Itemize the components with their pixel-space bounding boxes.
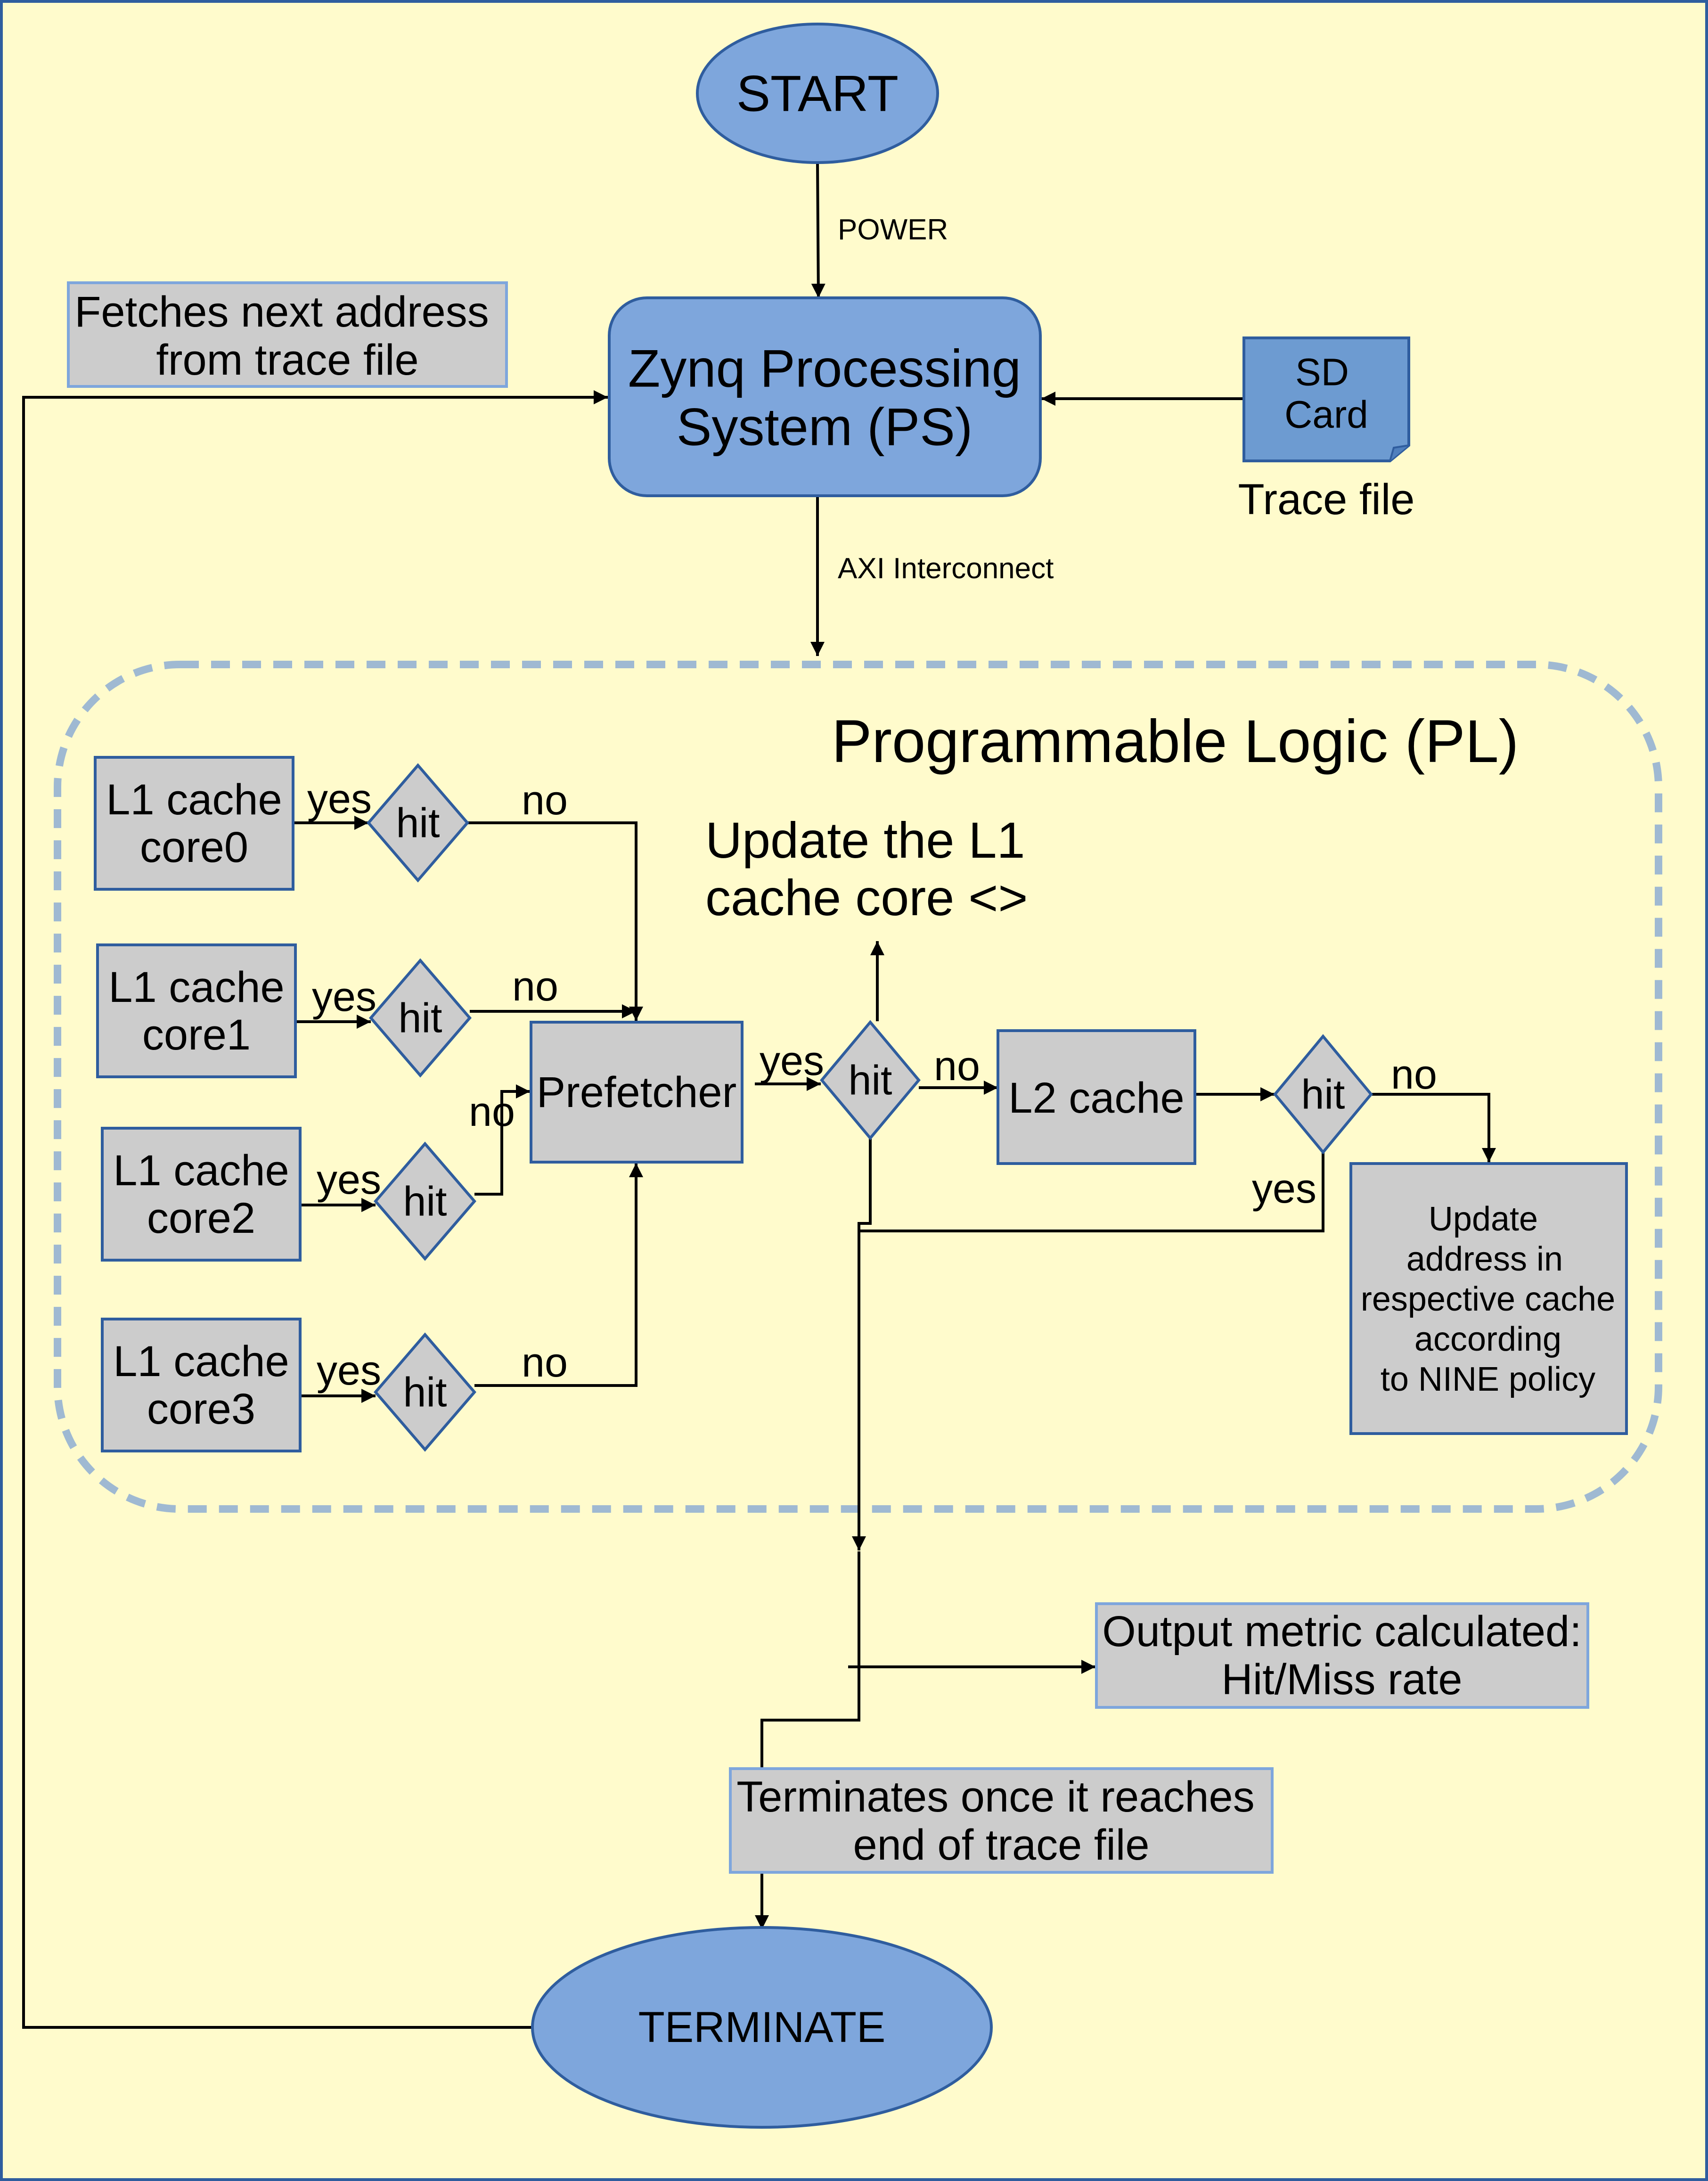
connectors bbox=[22, 162, 1496, 2029]
l1-core2-line2: core2 bbox=[147, 1194, 255, 1242]
edge-l2hit-to-update-address bbox=[1372, 1093, 1496, 1162]
yes-label-core0: yes bbox=[307, 775, 372, 822]
hit-diamond-core0: hit bbox=[367, 763, 469, 883]
zynq-ps-node: Zynq Processing System (PS) bbox=[608, 296, 1042, 497]
edge-l2hit-yes-down bbox=[859, 1153, 1324, 1232]
sd-card-node: SD Card bbox=[1242, 336, 1410, 462]
axi-label: AXI Interconnect bbox=[838, 552, 1054, 585]
yes-label-l2: yes bbox=[1252, 1165, 1316, 1212]
sd-card-line2: Card bbox=[1284, 394, 1368, 436]
pl-title: Programmable Logic (PL) bbox=[832, 708, 1519, 775]
l1-core3-line1: L1 cache bbox=[113, 1337, 289, 1386]
yes-label-core1: yes bbox=[312, 973, 376, 1020]
hit-diamond-central: hit bbox=[820, 1020, 921, 1140]
sd-card-line1: SD bbox=[1295, 351, 1349, 394]
l2-cache-node: L2 cache bbox=[997, 1029, 1196, 1165]
l1-core1-line1: L1 cache bbox=[108, 963, 284, 1011]
yes-label-core2: yes bbox=[317, 1156, 381, 1203]
l2-cache-label: L2 cache bbox=[1008, 1074, 1184, 1122]
yes-label-core3: yes bbox=[317, 1347, 381, 1394]
no-label-central: no bbox=[934, 1042, 980, 1089]
hit-diamond-core2: hit bbox=[374, 1141, 476, 1261]
terminate-node: TERMINATE bbox=[531, 1926, 993, 2129]
zynq-ps-line2: System (PS) bbox=[677, 398, 973, 457]
output-metric-line2: Hit/Miss rate bbox=[1221, 1656, 1462, 1704]
output-metric-line1: Output metric calculated: bbox=[1102, 1607, 1582, 1656]
update-address-line5: to NINE policy bbox=[1381, 1361, 1595, 1398]
terminates-note: Terminates once it reaches end of trace … bbox=[729, 1767, 1274, 1874]
trace-file-label: Trace file bbox=[1238, 476, 1415, 524]
output-metric-node: Output metric calculated: Hit/Miss rate bbox=[1095, 1602, 1589, 1709]
l1-cache-core2: L1 cache core2 bbox=[101, 1127, 302, 1262]
l1-cache-core1: L1 cache core1 bbox=[96, 943, 297, 1078]
hit-label-core0: hit bbox=[396, 800, 440, 846]
update-address-line3: respective cache bbox=[1361, 1280, 1615, 1318]
terminates-note-line1: Terminates once it reaches bbox=[736, 1773, 1254, 1821]
fetch-note: Fetches next address from trace file bbox=[67, 281, 508, 388]
hit-label-central: hit bbox=[849, 1057, 892, 1104]
edge-hit2-to-prefetcher bbox=[474, 1084, 530, 1196]
edge-start-to-ps bbox=[811, 162, 825, 298]
prefetcher-label: Prefetcher bbox=[537, 1068, 736, 1116]
start-label: START bbox=[736, 65, 899, 122]
hit-diamond-core1: hit bbox=[369, 958, 472, 1078]
terminates-note-line2: end of trace file bbox=[853, 1821, 1149, 1869]
edge-hit0-to-prefetcher bbox=[467, 821, 643, 1021]
power-label: POWER bbox=[838, 213, 948, 246]
hit-diamond-core3: hit bbox=[374, 1332, 476, 1452]
start-node: START bbox=[696, 23, 939, 164]
fetch-note-line1: Fetches next address bbox=[74, 288, 489, 336]
prefetcher-node: Prefetcher bbox=[530, 1021, 744, 1164]
no-label-core2: no bbox=[469, 1088, 515, 1135]
no-label-core0: no bbox=[522, 777, 568, 823]
edge-hit-down bbox=[852, 1137, 872, 1550]
update-address-node: Update address in respective cache accor… bbox=[1349, 1162, 1628, 1435]
update-address-line2: address in bbox=[1406, 1240, 1563, 1278]
hit-diamond-l2: hit bbox=[1273, 1034, 1373, 1155]
l1-core0-line1: L1 cache bbox=[106, 776, 282, 824]
l1-cache-core3: L1 cache core3 bbox=[101, 1318, 302, 1452]
l1-cache-core0: L1 cache core0 bbox=[94, 756, 294, 891]
no-label-core1: no bbox=[512, 963, 558, 1009]
hit-label-core3: hit bbox=[403, 1369, 447, 1416]
no-label-core3: no bbox=[522, 1339, 568, 1386]
l1-core1-line2: core1 bbox=[142, 1011, 251, 1059]
l1-core0-line2: core0 bbox=[140, 823, 248, 871]
edge-hit3-to-prefetcher bbox=[474, 1163, 643, 1387]
l1-core2-line1: L1 cache bbox=[113, 1147, 289, 1195]
terminate-label: TERMINATE bbox=[638, 2003, 886, 2051]
hit-label-core2: hit bbox=[403, 1178, 447, 1225]
hit-label-core1: hit bbox=[399, 995, 442, 1041]
update-address-line1: Update bbox=[1429, 1200, 1538, 1238]
l1-core3-line2: core3 bbox=[147, 1385, 255, 1433]
yes-label-prefetcher: yes bbox=[760, 1037, 824, 1084]
update-l1-line1: Update the L1 bbox=[705, 812, 1025, 869]
fetch-note-line2: from trace file bbox=[156, 336, 418, 384]
update-l1-line2: cache core <> bbox=[705, 869, 1028, 926]
zynq-ps-line1: Zynq Processing bbox=[628, 339, 1021, 398]
no-label-l2: no bbox=[1391, 1051, 1437, 1098]
update-address-line4: according bbox=[1414, 1320, 1561, 1358]
hit-label-l2: hit bbox=[1301, 1071, 1345, 1118]
edge-terminate-loop-to-ps bbox=[22, 390, 608, 2029]
